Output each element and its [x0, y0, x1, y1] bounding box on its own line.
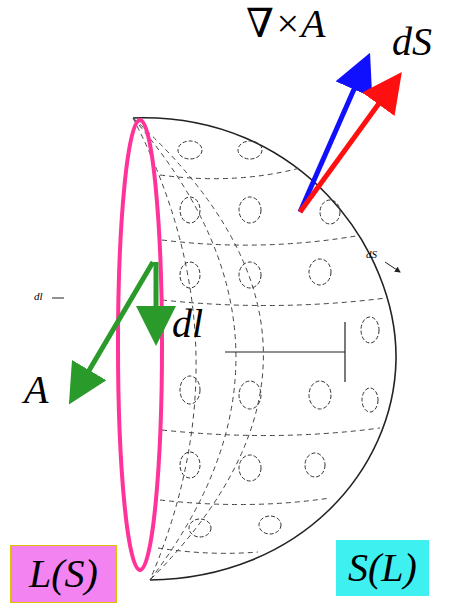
parallel	[160, 498, 330, 505]
loop	[239, 197, 261, 223]
parallel	[162, 428, 380, 436]
loop	[239, 455, 261, 481]
node-label: S(L)	[348, 546, 417, 590]
line-element-label: dl	[172, 302, 203, 346]
loop	[180, 376, 200, 404]
boundary-curve	[118, 120, 162, 570]
area-vector-label: dS	[392, 20, 432, 64]
loop	[178, 141, 202, 159]
loop	[362, 388, 378, 412]
field-vector	[74, 262, 153, 396]
surface-label-box: S(L)	[336, 540, 429, 596]
loop	[180, 197, 200, 223]
small-dl-label: dl	[34, 290, 43, 302]
loop	[180, 452, 200, 478]
loop	[259, 516, 281, 534]
curl-label: ∇×A	[246, 2, 325, 46]
loop	[309, 259, 331, 285]
leader-arrow	[385, 262, 400, 272]
line-element-vector	[154, 262, 159, 336]
meridian	[133, 118, 196, 580]
leader-line	[52, 298, 64, 299]
circulation-loops	[178, 141, 379, 537]
meridian	[133, 118, 236, 580]
loop	[189, 519, 211, 537]
loop	[239, 381, 261, 409]
parallel	[158, 548, 258, 553]
parallel	[162, 236, 356, 245]
field-label: A	[24, 368, 48, 412]
loop	[309, 381, 331, 409]
loop	[361, 317, 379, 343]
loop	[239, 262, 261, 288]
parallel	[160, 168, 300, 179]
loop	[320, 200, 340, 224]
grid-lines	[133, 118, 386, 580]
axis-line	[225, 322, 345, 382]
loop	[180, 262, 200, 288]
small-ds-label: dS	[366, 248, 377, 260]
loop	[305, 453, 325, 477]
boundary-label-box: L(S)	[10, 545, 117, 603]
node-label: L(S)	[29, 552, 98, 596]
loop	[238, 141, 262, 159]
meridian	[133, 118, 263, 580]
area-vector	[300, 80, 396, 212]
dome-outline	[133, 118, 396, 580]
